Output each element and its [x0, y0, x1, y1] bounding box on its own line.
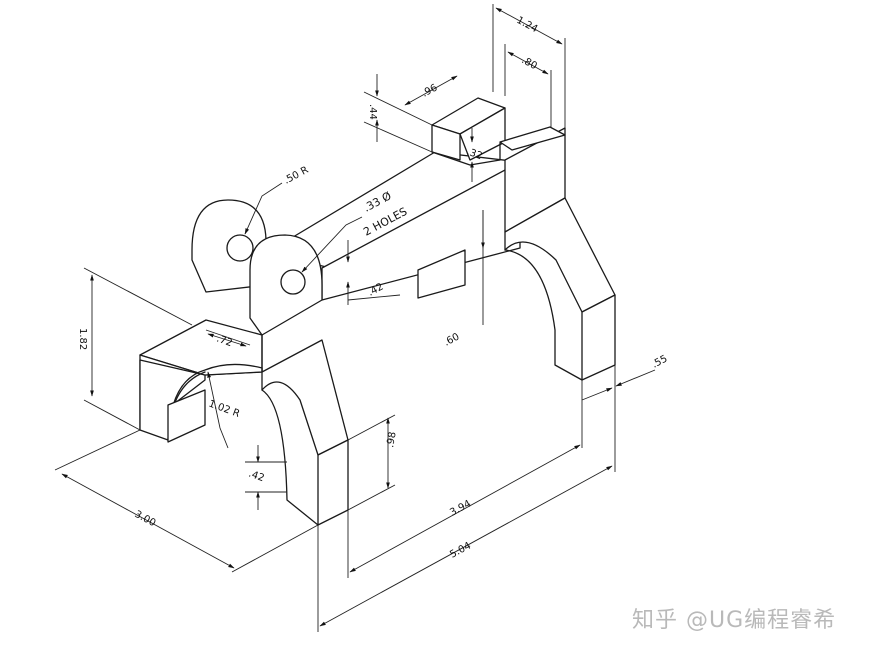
under-post — [417, 249, 466, 299]
dim-60: .60 — [442, 331, 461, 348]
dim-32: .32 — [465, 146, 484, 162]
dim-1-02-radius: 1.02 R — [207, 398, 241, 419]
left-arch-front — [167, 389, 206, 443]
dim-50-radius: .50 R — [282, 165, 310, 187]
dim-72: .72 — [215, 333, 234, 349]
dim-3-00: 3.00 — [133, 509, 158, 529]
dim-96: .96 — [420, 82, 439, 99]
rear-ear-hole — [226, 234, 254, 262]
watermark: 知乎 @UG编程睿希 — [632, 608, 837, 633]
dimension-lines — [54, 4, 656, 632]
front-leg — [261, 339, 349, 456]
dim-42-lower: .42 — [247, 468, 266, 484]
dim-98: .98 — [385, 431, 399, 449]
dim-55: .55 — [650, 353, 669, 370]
front-leg-foot — [317, 439, 349, 526]
dim-80: .80 — [520, 55, 539, 72]
slot-right-lip — [499, 126, 566, 151]
dim-5-04: 5.04 — [448, 540, 473, 560]
slot-wall-left — [431, 124, 461, 161]
dim-3-94: 3.94 — [448, 498, 473, 518]
dim-1-24: 1.24 — [515, 15, 540, 35]
front-ear-hole — [280, 269, 306, 295]
part-body — [139, 97, 616, 526]
dim-44: .44 — [367, 104, 378, 120]
dim-1-82: 1.82 — [77, 328, 88, 350]
